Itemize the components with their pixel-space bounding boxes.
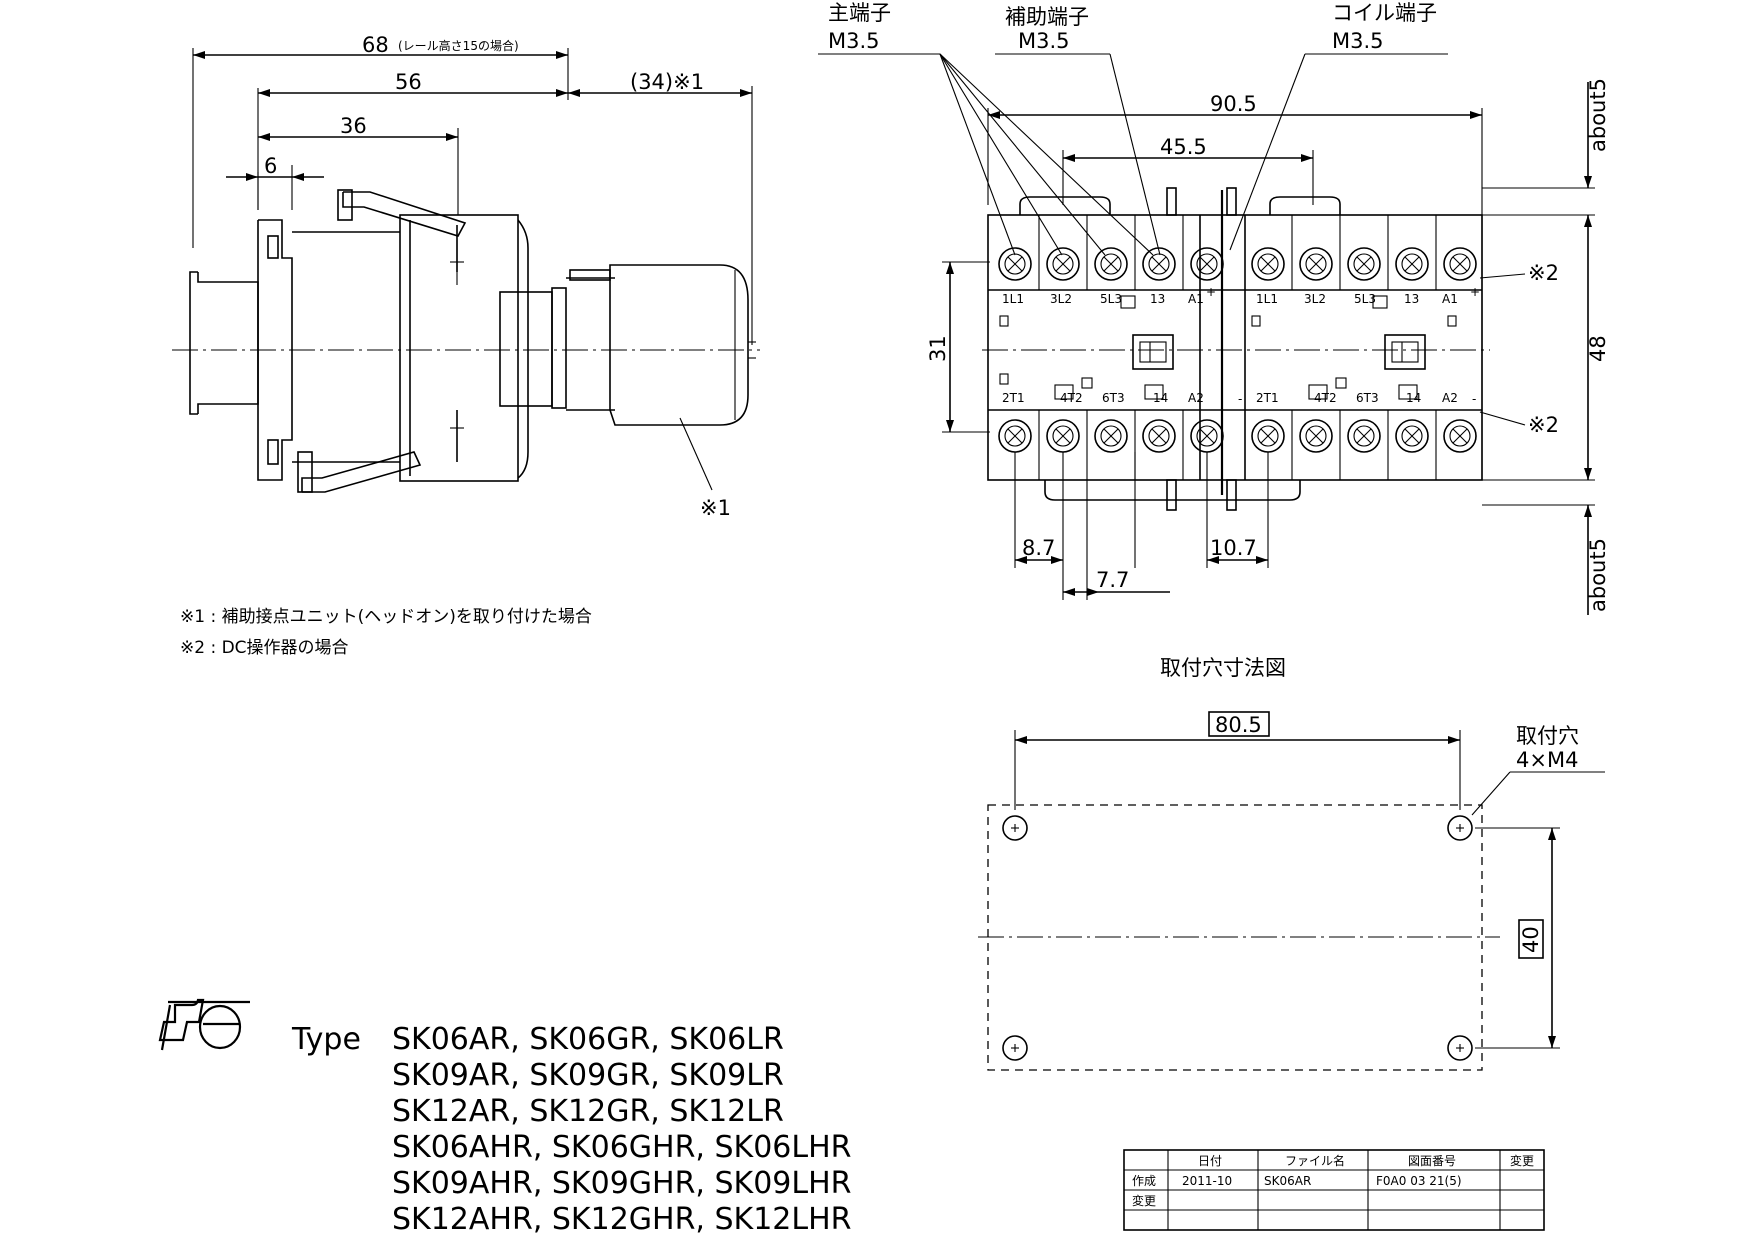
mounting-hole-tl [1002, 815, 1028, 841]
callout-1: ※1 [700, 496, 731, 520]
dim-48: 48 [1586, 335, 1610, 362]
tb-filename: SK06AR [1264, 1174, 1311, 1188]
dim-68-note: (レール高さ15の場合) [398, 38, 519, 53]
mounting-hole-br [1447, 1035, 1473, 1061]
fe-logo: Fe [158, 998, 250, 1051]
model-line-2: SK09AR, SK09GR, SK09LR [392, 1058, 784, 1093]
top-terminal-5l3-a: 5L3 [1100, 292, 1122, 306]
bottom-terminal-a2-b: A2 [1442, 391, 1458, 405]
tb-date: 2011-10 [1182, 1174, 1232, 1188]
tb-header-filename: ファイル名 [1285, 1153, 1345, 1168]
tb-header-change: 変更 [1510, 1153, 1534, 1168]
tb-row-created: 作成 [1132, 1174, 1156, 1188]
model-line-4: SK06AHR, SK06GHR, SK06LHR [392, 1130, 852, 1165]
dim-10-7: 10.7 [1210, 536, 1257, 560]
type-label: Type [291, 1022, 361, 1057]
hole-label: 取付穴 [1516, 724, 1579, 748]
tb-drawing-no: F0A0 03 21(5) [1376, 1174, 1462, 1188]
callout-2-bottom: ※2 [1528, 413, 1559, 437]
model-line-6: SK12AHR, SK12GHR, SK12LHR [392, 1202, 852, 1237]
dim-56: 56 [395, 70, 422, 94]
dim-90-5: 90.5 [1210, 92, 1257, 116]
dim-8-7: 8.7 [1022, 536, 1055, 560]
model-list: Type SK06AR, SK06GR, SK06LR SK09AR, SK09… [291, 1022, 852, 1237]
bottom-terminal-4t2-a: 4T2 [1060, 391, 1083, 405]
model-line-3: SK12AR, SK12GR, SK12LR [392, 1094, 784, 1129]
dim-36: 36 [340, 114, 367, 138]
about5-top: about5 [1586, 78, 1610, 152]
top-terminal-1l1-a: 1L1 [1002, 292, 1024, 306]
top-terminal-screws [998, 247, 1477, 281]
bottom-terminal-a2-a: A2 [1188, 391, 1204, 405]
dim-34: (34)※1 [630, 70, 704, 94]
model-line-1: SK06AR, SK06GR, SK06LR [392, 1022, 784, 1057]
dim-31: 31 [926, 335, 950, 362]
plus-mark-a: + [1206, 285, 1216, 299]
bottom-terminal-2t1-a: 2T1 [1002, 391, 1025, 405]
hole-spec: 4×M4 [1516, 748, 1578, 772]
front-view: 主端子 M3.5 補助端子 M3.5 コイル端子 M3.5 90.5 45.5 … [818, 1, 1610, 615]
title-block: 日付 ファイル名 図面番号 変更 作成 変更 2011-10 SK06AR F0… [1123, 1149, 1545, 1231]
plus-mark-b: + [1470, 285, 1480, 299]
aux-terminal-size: M3.5 [1018, 29, 1070, 53]
bottom-terminal-6t3-b: 6T3 [1356, 391, 1379, 405]
dim-80-5: 80.5 [1215, 713, 1262, 737]
model-line-5: SK09AHR, SK09GHR, SK09LHR [392, 1166, 852, 1201]
dim-68: 68 [362, 33, 389, 57]
tb-header-drawing-no: 図面番号 [1408, 1154, 1456, 1168]
mounting-hole-bl [1002, 1035, 1028, 1061]
note-2: ※2 : DC操作器の場合 [180, 638, 349, 658]
tb-header-date: 日付 [1198, 1154, 1222, 1168]
minus-mark-b: - [1472, 392, 1476, 406]
tb-row-changed: 変更 [1132, 1193, 1156, 1208]
mounting-hole-diagram: 取付穴寸法図 80.5 取付穴 4×M4 40 [978, 656, 1605, 1071]
mounting-hole-tr [1447, 815, 1473, 841]
aux-terminal-label: 補助端子 [1005, 5, 1089, 29]
note-1: ※1 : 補助接点ユニット(ヘッドオン)を取り付けた場合 [180, 607, 592, 627]
top-terminal-a1-b: A1 [1442, 292, 1458, 306]
dim-45-5: 45.5 [1160, 135, 1207, 159]
bottom-terminal-14-a: 14 [1153, 391, 1168, 405]
mounting-title: 取付穴寸法図 [1160, 656, 1286, 680]
about5-bottom: about5 [1586, 538, 1610, 612]
bottom-terminal-4t2-b: 4T2 [1314, 391, 1337, 405]
coil-terminal-label: コイル端子 [1332, 1, 1437, 25]
dim-40: 40 [1519, 926, 1543, 953]
minus-mark-a: - [1238, 392, 1242, 406]
bottom-terminal-2t1-b: 2T1 [1256, 391, 1279, 405]
bottom-terminal-14-b: 14 [1406, 391, 1421, 405]
top-terminal-1l1-b: 1L1 [1256, 292, 1278, 306]
side-view: 68 (レール高さ15の場合) 56 (34)※1 36 6 [172, 33, 760, 520]
dim-6: 6 [264, 154, 277, 178]
callout-2-top: ※2 [1528, 261, 1559, 285]
top-terminal-3l2-a: 3L2 [1050, 292, 1072, 306]
dim-7-7: 7.7 [1096, 568, 1129, 592]
main-terminal-size: M3.5 [828, 29, 880, 53]
bottom-terminal-6t3-a: 6T3 [1102, 391, 1125, 405]
top-terminal-13-a: 13 [1150, 292, 1165, 306]
top-terminal-5l3-b: 5L3 [1354, 292, 1376, 306]
coil-terminal-size: M3.5 [1332, 29, 1384, 53]
bottom-terminal-screws [998, 419, 1477, 453]
top-terminal-13-b: 13 [1404, 292, 1419, 306]
top-terminal-3l2-b: 3L2 [1304, 292, 1326, 306]
main-terminal-label: 主端子 [828, 1, 891, 25]
top-terminal-a1-a: A1 [1188, 292, 1204, 306]
